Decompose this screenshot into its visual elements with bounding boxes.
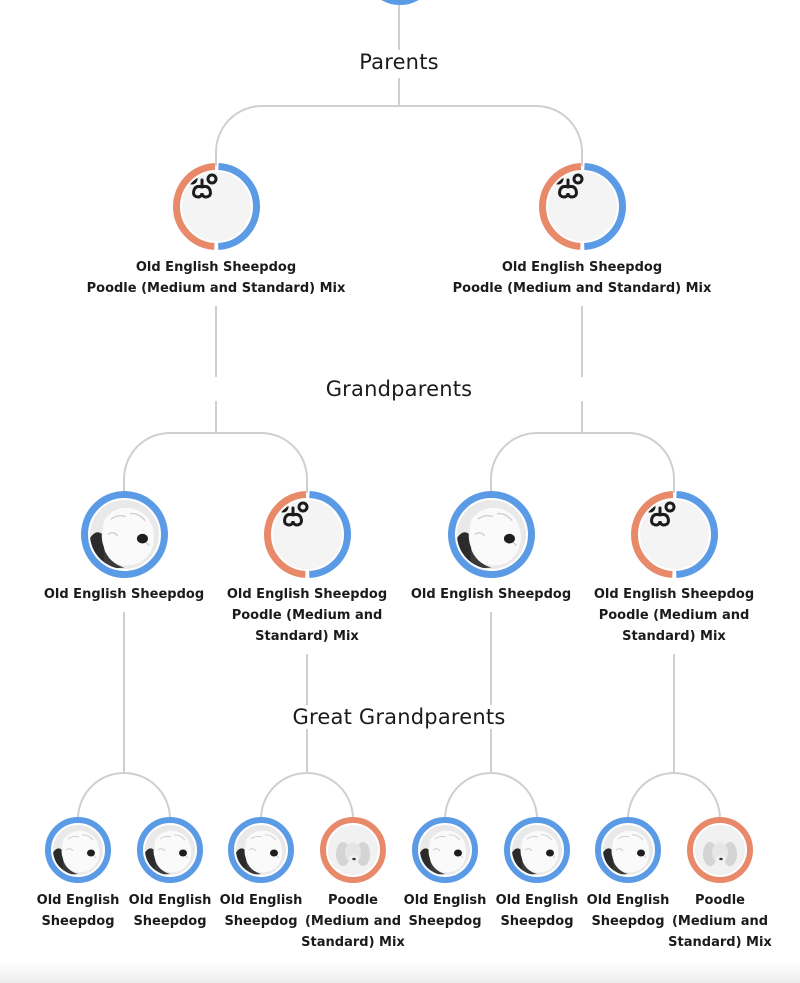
dog-avatar-ring[interactable]	[411, 816, 479, 884]
breed-label-line: Poodle	[328, 893, 378, 908]
ring-segment-blue	[80, 490, 168, 578]
sheepdog-photo	[603, 825, 653, 875]
breed-label-line: Poodle (Medium and Standard) Mix	[86, 281, 346, 296]
breed-label-line: Old English Sheepdog	[43, 587, 205, 602]
breed-label-line: Poodle	[695, 893, 745, 908]
poodle-photo	[328, 825, 378, 875]
ring-segment-blue	[263, 490, 351, 578]
ring-segment-blue	[137, 817, 203, 883]
ring-segment-orange	[320, 817, 386, 883]
ring-segment-blue	[630, 490, 718, 578]
poodle-photo	[695, 825, 745, 875]
generation-label-grandparents: Grandparents	[199, 377, 599, 401]
breed-label-line: Old English	[128, 893, 212, 908]
ring-segment-orange	[538, 162, 626, 250]
breed-label-line: Standard) Mix	[255, 629, 359, 644]
paw-icon	[639, 499, 709, 569]
sheepdog-photo	[512, 825, 562, 875]
ring-segment-blue	[595, 817, 661, 883]
ring-segment-blue	[228, 817, 294, 883]
breed-label-line: Sheepdog	[224, 914, 298, 929]
breed-label-line: Old English Sheepdog	[135, 260, 297, 275]
ring-segment-blue	[412, 817, 478, 883]
ring-segment-blue	[45, 817, 111, 883]
sheepdog-photo	[236, 825, 286, 875]
breed-label: Old English Sheepdog	[0, 584, 254, 605]
ring-segment-orange	[263, 490, 351, 578]
breed-label-line: Sheepdog	[500, 914, 574, 929]
breed-label-line: Sheepdog	[591, 914, 665, 929]
sheepdog-photo	[420, 825, 470, 875]
sheepdog-photo	[456, 499, 526, 569]
breed-label-line: Poodle (Medium and Standard) Mix	[452, 281, 712, 296]
breed-label-line: Old English Sheepdog	[593, 587, 755, 602]
breed-label-line: Standard) Mix	[622, 629, 726, 644]
ring-segment-blue	[504, 817, 570, 883]
ring-segment-orange	[172, 162, 260, 250]
breed-label-line: Old English Sheepdog	[226, 587, 388, 602]
breed-label: Old English Sheepdog	[361, 584, 621, 605]
breed-label-line: Old English Sheepdog	[410, 587, 572, 602]
ring-segment-blue	[172, 162, 260, 250]
dog-avatar-ring[interactable]	[80, 490, 169, 579]
paw-icon	[181, 171, 251, 241]
dog-avatar-ring[interactable]	[227, 816, 295, 884]
dog-avatar-ring[interactable]	[447, 490, 536, 579]
breed-label-line: Old English Sheepdog	[501, 260, 663, 275]
ring-segment-orange	[630, 490, 718, 578]
ring-segment-blue	[447, 490, 535, 578]
generation-label-great-grandparents: Great Grandparents	[199, 705, 599, 729]
generation-label-parents: Parents	[199, 50, 599, 74]
breed-label-line: Old English	[586, 893, 670, 908]
breed-label-line: Old English	[219, 893, 303, 908]
breed-label-line: Poodle (Medium and	[231, 608, 383, 623]
breed-label-line: Old English	[36, 893, 120, 908]
dog-avatar-ring[interactable]	[263, 490, 352, 579]
ring-segment-orange	[687, 817, 753, 883]
sheepdog-photo	[89, 499, 159, 569]
sheepdog-photo	[145, 825, 195, 875]
dog-avatar-ring[interactable]	[630, 490, 719, 579]
breed-label-line: Sheepdog	[133, 914, 207, 929]
paw-icon	[547, 171, 617, 241]
breed-label-line: Sheepdog	[41, 914, 115, 929]
bottom-fade	[0, 961, 800, 983]
breed-label-line: Standard) Mix	[301, 935, 405, 950]
dog-avatar-ring[interactable]	[594, 816, 662, 884]
dog-avatar-ring[interactable]	[172, 162, 261, 251]
dog-avatar-ring[interactable]	[503, 816, 571, 884]
breed-label-line: Standard) Mix	[668, 935, 772, 950]
root-dog-ring	[362, 0, 438, 6]
dog-avatar-ring[interactable]	[44, 816, 112, 884]
dog-avatar-ring[interactable]	[538, 162, 627, 251]
breed-label-line: Sheepdog	[408, 914, 482, 929]
dog-avatar-ring[interactable]	[319, 816, 387, 884]
breed-label-line: (Medium and	[671, 914, 769, 929]
breed-label-line: Poodle (Medium and	[598, 608, 750, 623]
ring-segment-blue	[538, 162, 626, 250]
dog-avatar-ring[interactable]	[686, 816, 754, 884]
paw-icon	[272, 499, 342, 569]
dog-avatar-ring[interactable]	[136, 816, 204, 884]
breed-label-line: Old English	[403, 893, 487, 908]
sheepdog-photo	[53, 825, 103, 875]
breed-label-line: (Medium and	[304, 914, 402, 929]
breed-label-line: Old English	[495, 893, 579, 908]
